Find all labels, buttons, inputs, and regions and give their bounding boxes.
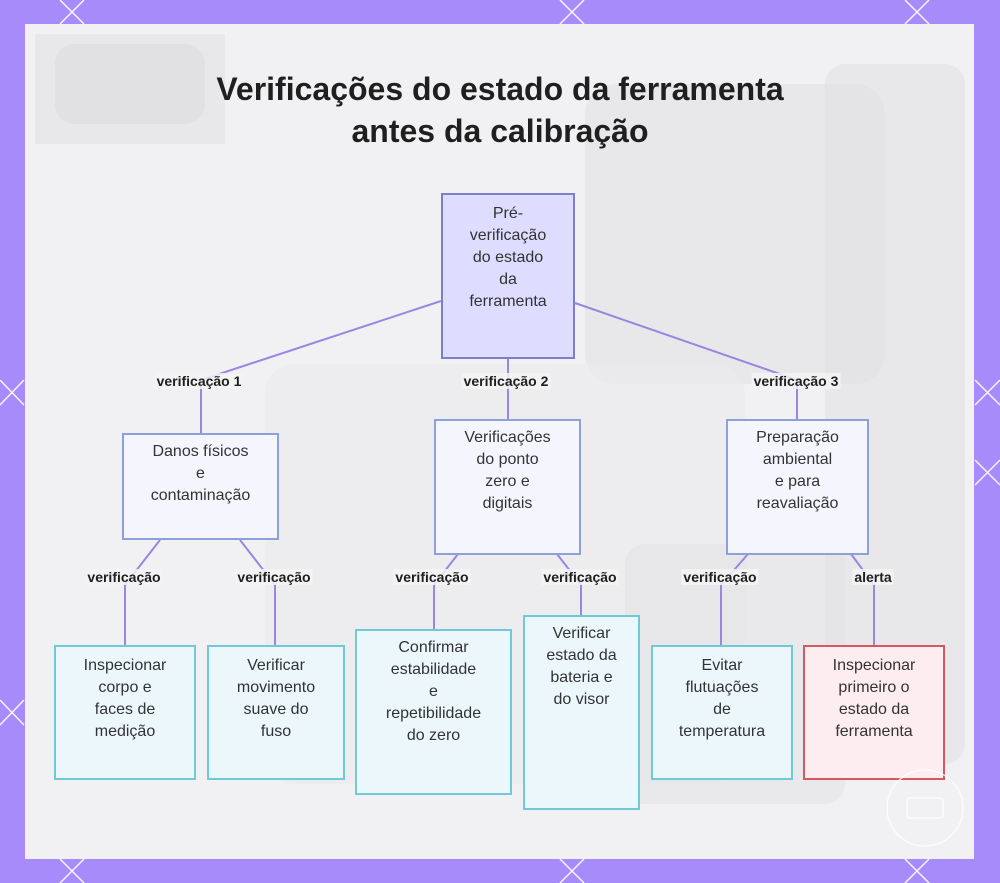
node-check2-label: Verificações do ponto zero e digitais (464, 427, 550, 515)
edge-label-leaf2: verificação (235, 569, 312, 585)
edge-check3-leaf5 (721, 554, 748, 645)
node-leaf4-label: Verificar estado da bateria e do visor (546, 623, 616, 711)
node-leaf3: Confirmar estabilidade e repetibilidade … (355, 629, 512, 795)
node-leaf1: Inspecionar corpo e faces de medição (54, 645, 196, 780)
edge-check2-leaf3 (434, 554, 458, 629)
edge-check1-leaf2 (240, 540, 275, 645)
edge-label-leaf1: verificação (85, 569, 162, 585)
node-root-label: Pré- verificação do estado da ferramenta (469, 203, 546, 313)
node-leaf4: Verificar estado da bateria e do visor (523, 615, 640, 810)
node-leaf3-label: Confirmar estabilidade e repetibilidade … (386, 637, 481, 747)
edge-label-leaf5: verificação (681, 569, 758, 585)
node-leaf6-alert: Inspecionar primeiro o estado da ferrame… (803, 645, 945, 780)
edge-label-check2: verificação 2 (462, 373, 551, 389)
edge-label-leaf3: verificação (393, 569, 470, 585)
node-check1: Danos físicos e contaminação (122, 433, 279, 540)
edge-label-check3: verificação 3 (752, 373, 841, 389)
edge-root-check1 (201, 301, 441, 434)
edge-label-leaf4: verificação (541, 569, 618, 585)
node-leaf1-label: Inspecionar corpo e faces de medição (84, 655, 167, 743)
edge-check1-leaf1 (125, 540, 160, 645)
edge-check3-leaf6 (851, 554, 874, 645)
node-root: Pré- verificação do estado da ferramenta (441, 193, 575, 359)
node-leaf2-label: Verificar movimento suave do fuso (237, 655, 315, 743)
watermark-badge-icon (883, 766, 973, 850)
edge-root-check3 (575, 303, 797, 419)
node-check1-label: Danos físicos e contaminação (151, 441, 251, 507)
node-check3: Preparação ambiental e para reavaliação (726, 419, 869, 555)
node-leaf6-label: Inspecionar primeiro o estado da ferrame… (833, 655, 916, 743)
edge-label-check1: verificação 1 (155, 373, 244, 389)
node-check3-label: Preparação ambiental e para reavaliação (756, 427, 839, 515)
node-leaf5: Evitar flutuações de temperatura (651, 645, 793, 780)
node-leaf5-label: Evitar flutuações de temperatura (679, 655, 765, 743)
edge-label-leaf6: alerta (852, 569, 893, 585)
node-leaf2: Verificar movimento suave do fuso (207, 645, 345, 780)
node-check2: Verificações do ponto zero e digitais (434, 419, 581, 555)
